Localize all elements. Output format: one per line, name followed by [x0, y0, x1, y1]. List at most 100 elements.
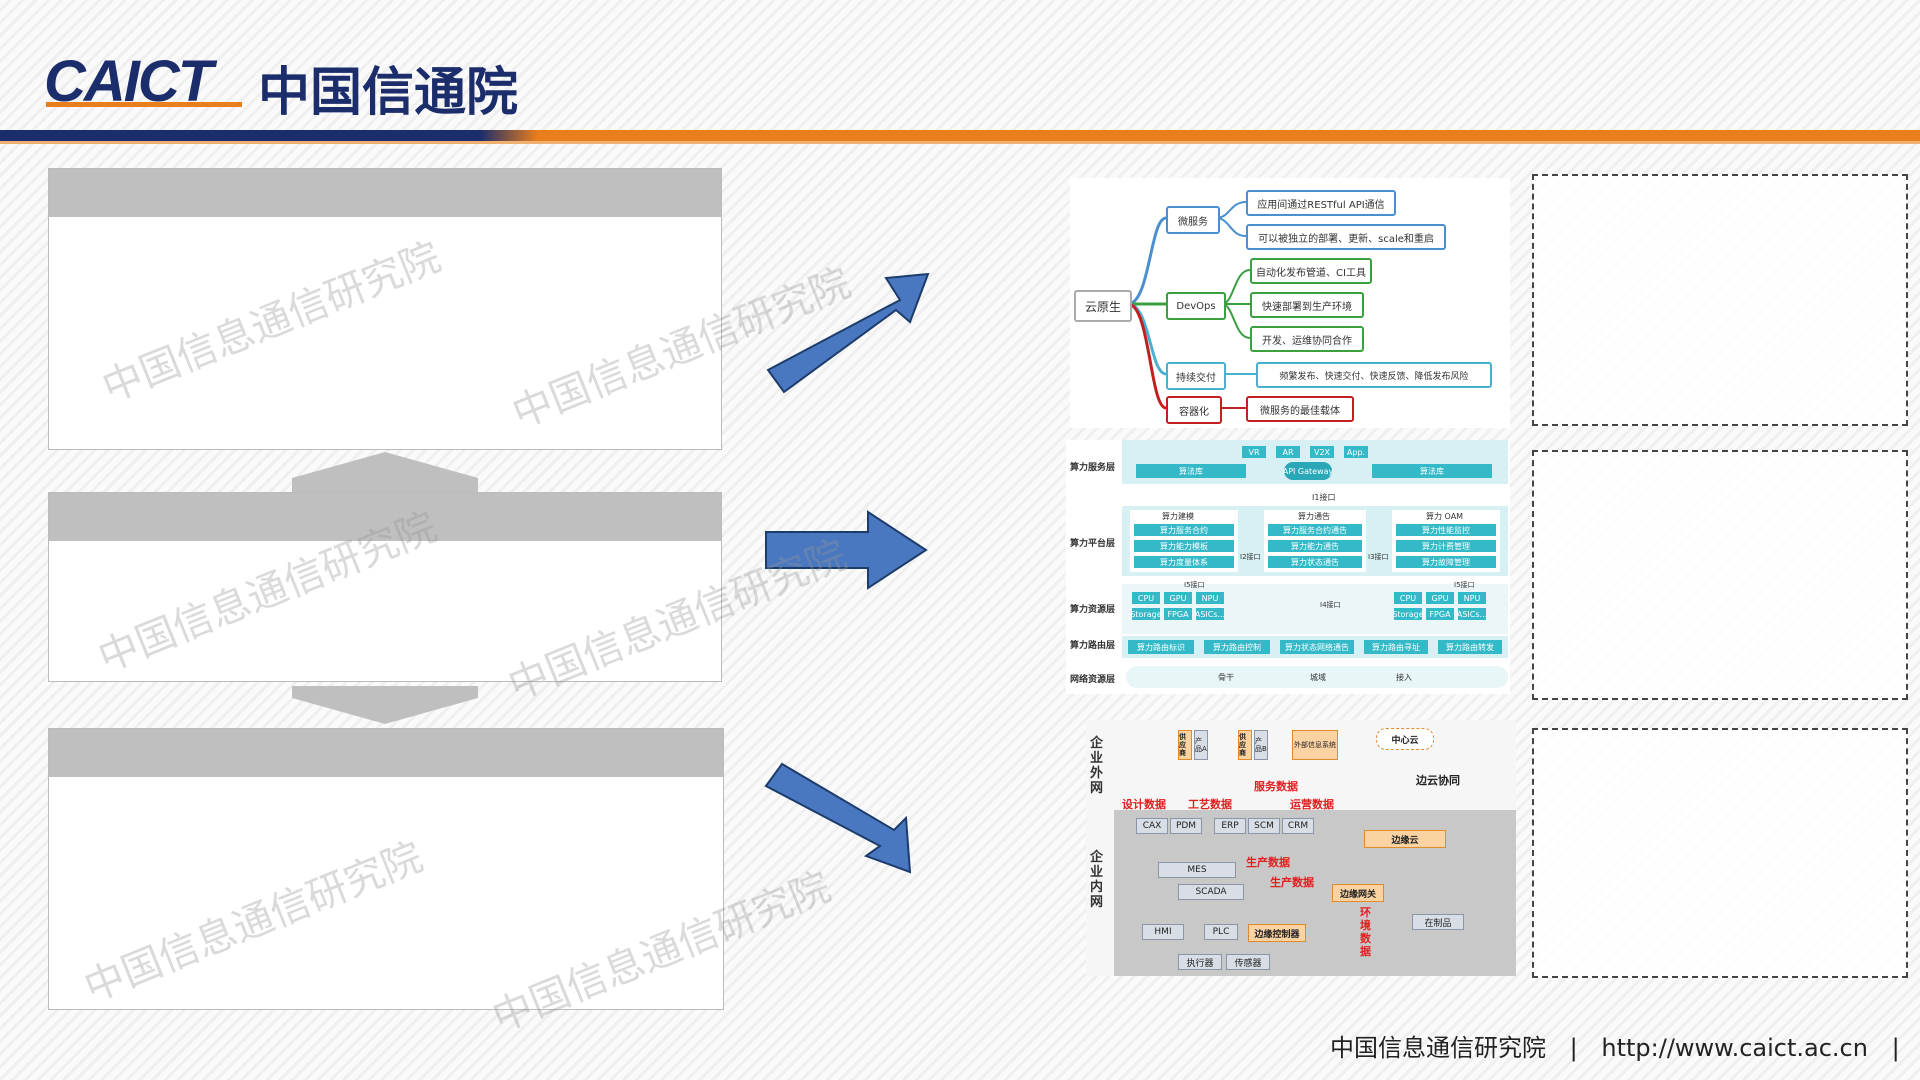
- branch-microservice: 微服务: [1166, 206, 1220, 234]
- card-1-title-bar: [49, 169, 721, 217]
- i2-label: I2接口: [1240, 552, 1261, 562]
- leaf-fast-deploy: 快速部署到生产环境: [1250, 292, 1364, 318]
- leaf-ci-pipeline: 自动化发布管道、CI工具: [1250, 258, 1372, 284]
- design-data-label: 设计数据: [1122, 796, 1166, 812]
- col1-title: 算力建模: [1162, 511, 1194, 522]
- placeholder-box-3: [1532, 728, 1908, 978]
- service-left-algo: 算法库: [1136, 464, 1246, 478]
- leaf-best-carrier: 微服务的最佳载体: [1246, 396, 1354, 422]
- res-right-cpu: CPU: [1394, 592, 1422, 604]
- content-card-1: [48, 168, 722, 450]
- ops-data-label: 运营数据: [1290, 796, 1334, 812]
- wip: 在制品: [1412, 914, 1464, 930]
- i5-label-right: I5接口: [1454, 580, 1475, 590]
- cloud-native-mindmap: 云原生 微服务 应用间通过RESTful API通信 可以被独立的部署、更新、s…: [1070, 178, 1510, 428]
- intranet-zone: [1114, 810, 1516, 976]
- scada: SCADA: [1178, 884, 1244, 900]
- routing-item-3: 算力状态网络通告: [1280, 640, 1354, 654]
- supplier-2: 供应商: [1238, 730, 1252, 760]
- arrow-right-icon: [764, 508, 928, 592]
- plc: PLC: [1204, 924, 1238, 940]
- system-cax: CAX: [1136, 818, 1168, 834]
- footer-separator-2: |: [1892, 1034, 1900, 1062]
- product-b: 产品B: [1254, 730, 1268, 760]
- system-pdm: PDM: [1170, 818, 1202, 834]
- col1-item-1: 算力服务合约: [1134, 524, 1234, 536]
- api-gateway: API Gateway: [1284, 462, 1332, 480]
- leaf-restful: 应用间通过RESTful API通信: [1246, 190, 1396, 216]
- leaf-frequent-release: 频繁发布、快速交付、快速反馈、降低发布风险: [1256, 362, 1492, 388]
- routing-item-4: 算力路由寻址: [1364, 640, 1428, 654]
- placeholder-box-2: [1532, 450, 1908, 700]
- edge-computing-network: 企业外网 企业内网 供应商 产品A 供应商 产品B 外部信息系统 中心云 边云协…: [1086, 720, 1516, 976]
- layer-resource-label: 算力资源层: [1070, 602, 1115, 615]
- header-divider-shadow: [0, 141, 1920, 144]
- routing-item-2: 算力路由控制: [1204, 640, 1270, 654]
- actuator: 执行器: [1178, 954, 1222, 970]
- service-tag-vr: VR: [1242, 446, 1266, 458]
- outer-network-label: 企业外网: [1090, 736, 1104, 796]
- layer-platform-label: 算力平台层: [1070, 536, 1115, 549]
- content-card-3: [48, 728, 724, 1010]
- col2-title: 算力通告: [1298, 511, 1330, 522]
- res-right-fpga: FPGA: [1426, 608, 1454, 620]
- col2-item-1: 算力服务合约通告: [1268, 524, 1362, 536]
- chevron-down-icon: [292, 686, 478, 726]
- col1-item-3: 算力度量体系: [1134, 556, 1234, 568]
- placeholder-box-1: [1532, 174, 1908, 426]
- layer-routing-label: 算力路由层: [1070, 638, 1115, 651]
- i5-label-left: I5接口: [1184, 580, 1205, 590]
- branch-devops: DevOps: [1166, 292, 1226, 320]
- col3-item-2: 算力计费管理: [1396, 540, 1496, 552]
- layer-service-label: 算力服务层: [1070, 460, 1115, 473]
- i4-label: I4接口: [1320, 600, 1341, 610]
- layer-network-label: 网络资源层: [1070, 672, 1115, 685]
- service-data-label: 服务数据: [1254, 778, 1298, 794]
- footer-url[interactable]: http://www.caict.ac.cn: [1601, 1034, 1868, 1062]
- arrow-up-right-icon: [760, 268, 930, 398]
- col2-item-3: 算力状态通告: [1268, 556, 1362, 568]
- chevron-up-icon: [292, 448, 478, 492]
- system-scm: SCM: [1248, 818, 1280, 834]
- branch-continuous-delivery: 持续交付: [1166, 362, 1226, 390]
- logo-underline: [46, 102, 242, 107]
- card-3-title-bar: [49, 729, 723, 777]
- res-right-gpu: GPU: [1426, 592, 1454, 604]
- supplier-1: 供应商: [1178, 730, 1192, 760]
- res-left-gpu: GPU: [1164, 592, 1192, 604]
- external-info-system: 外部信息系统: [1292, 730, 1338, 760]
- footer: 中国信息通信研究院 | http://www.caict.ac.cn |: [1330, 1028, 1900, 1063]
- service-tag-v2x: V2X: [1310, 446, 1334, 458]
- col1-item-2: 算力能力模板: [1134, 540, 1234, 552]
- res-right-npu: NPU: [1458, 592, 1486, 604]
- res-right-asics: ASICs...: [1458, 608, 1486, 620]
- i1-label: I1接口: [1312, 492, 1335, 503]
- product-a: 产品A: [1194, 730, 1208, 760]
- hmi: HMI: [1142, 924, 1184, 940]
- routing-item-1: 算力路由标识: [1128, 640, 1194, 654]
- res-left-npu: NPU: [1196, 592, 1224, 604]
- edge-cloud-collab-label: 边云协同: [1416, 772, 1460, 788]
- production-data-2: 生产数据: [1270, 874, 1314, 890]
- service-right-algo: 算法库: [1372, 464, 1492, 478]
- root-node: 云原生: [1074, 290, 1132, 322]
- res-left-fpga: FPGA: [1164, 608, 1192, 620]
- footer-separator: |: [1570, 1034, 1578, 1062]
- footer-org: 中国信息通信研究院: [1330, 1034, 1546, 1062]
- edge-gateway: 边缘网关: [1332, 884, 1384, 902]
- res-left-cpu: CPU: [1132, 592, 1160, 604]
- production-data-1: 生产数据: [1246, 854, 1290, 870]
- res-left-asics: ASICs...: [1196, 608, 1224, 620]
- i3-label: I3接口: [1368, 552, 1389, 562]
- content-card-2: [48, 492, 722, 682]
- edge-controller: 边缘控制器: [1248, 924, 1306, 942]
- mes: MES: [1158, 862, 1236, 878]
- process-data-label: 工艺数据: [1188, 796, 1232, 812]
- leaf-independent-deploy: 可以被独立的部署、更新、scale和重启: [1246, 224, 1446, 250]
- card-2-title-bar: [49, 493, 721, 541]
- col3-title: 算力 OAM: [1426, 511, 1463, 522]
- inner-network-label: 企业内网: [1090, 850, 1104, 910]
- environment-data: 环境数据: [1360, 906, 1372, 958]
- compute-network-architecture: 算力服务层 算力平台层 算力资源层 算力路由层 网络资源层 VR AR V2X …: [1066, 440, 1510, 694]
- arrow-down-right-icon: [760, 760, 924, 886]
